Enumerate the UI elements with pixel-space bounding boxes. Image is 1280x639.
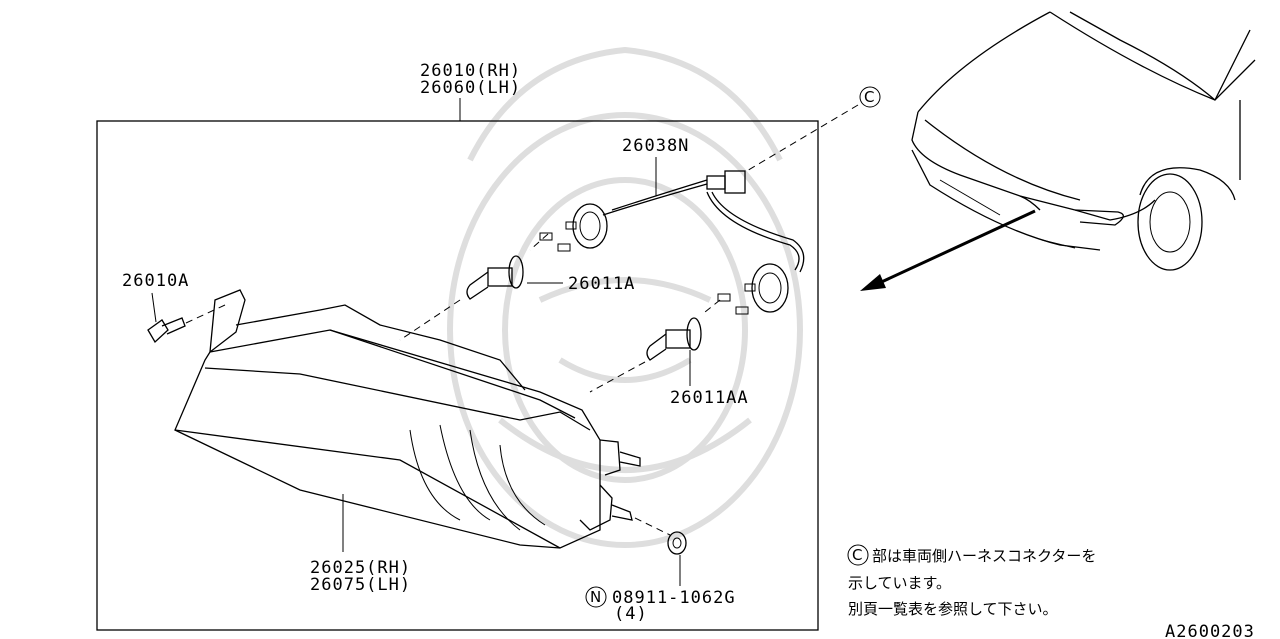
harness-wire [602,170,805,273]
headlamp-body [174,289,641,549]
bulb-upper [466,255,524,300]
screw-label: 26010A [122,271,189,291]
harness-label: 26038N [622,136,689,156]
bulb-lower [646,317,702,361]
bulb-label-1: 26011A [568,274,635,294]
car-front-illustration [911,11,1256,271]
figure-code: A2600203 [1165,622,1255,639]
assembly-label-rh: 26010(RH) [420,61,521,81]
lens-label-lh: 26075(LH) [310,575,411,595]
note-line-3: 別頁一覧表を参照して下さい。 [848,600,1058,618]
nut [667,531,687,555]
svg-text:C: C [864,88,874,106]
svg-text:C: C [852,546,862,564]
note-line-1: 部は車両側ハーネスコネクターを [872,547,1096,565]
nut-qty: (4) [614,604,648,624]
connector-ref-marker: C [859,86,881,108]
assembly-frame [96,120,819,631]
note-ref-marker: C [847,544,869,566]
lens-label-rh: 26025(RH) [310,558,411,578]
screw [147,292,186,344]
assembly-label-lh: 26060(LH) [420,78,521,98]
nut-prefix-marker: N [585,586,607,608]
socket-upper [539,203,608,252]
location-arrow [860,209,1036,291]
nut-label: 08911-1062G [612,588,736,608]
bulb-label-2: 26011AA [670,388,749,408]
note-line-2: 示しています。 [848,574,951,592]
watermark-emblem [447,46,803,548]
socket-lower [717,263,789,315]
svg-text:N: N [590,588,601,606]
